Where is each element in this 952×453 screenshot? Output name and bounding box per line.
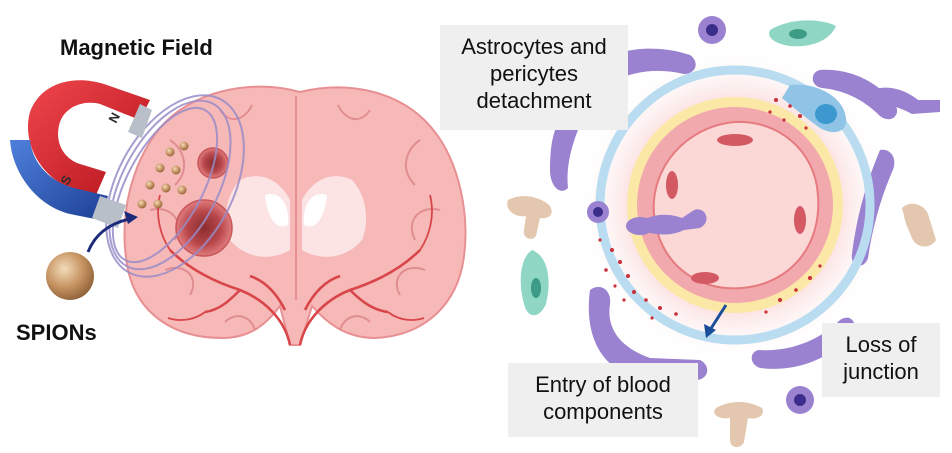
magnetic-field-title: Magnetic Field xyxy=(60,35,213,61)
spions-title: SPIONs xyxy=(16,320,97,346)
large-tumor xyxy=(176,200,232,256)
callout-entry-line-2: components xyxy=(518,398,688,425)
callout-astrocytes-line-2: pericytes xyxy=(450,60,618,87)
callout-astrocytes: Astrocytes and pericytes detachment xyxy=(440,25,628,130)
spion-particle xyxy=(46,252,94,300)
magnet-n-label: N xyxy=(105,110,123,125)
small-tumor xyxy=(198,148,228,178)
callout-astrocytes-line-3: detachment xyxy=(450,87,618,114)
callout-loss-line-2: junction xyxy=(832,358,930,385)
brain-coronal-section xyxy=(125,87,466,345)
callout-loss-line-1: Loss of xyxy=(832,331,930,358)
callout-entry: Entry of blood components xyxy=(508,363,698,437)
callout-astrocytes-line-1: Astrocytes and xyxy=(450,33,618,60)
callout-loss: Loss of junction xyxy=(822,323,940,397)
callout-entry-line-1: Entry of blood xyxy=(518,371,688,398)
